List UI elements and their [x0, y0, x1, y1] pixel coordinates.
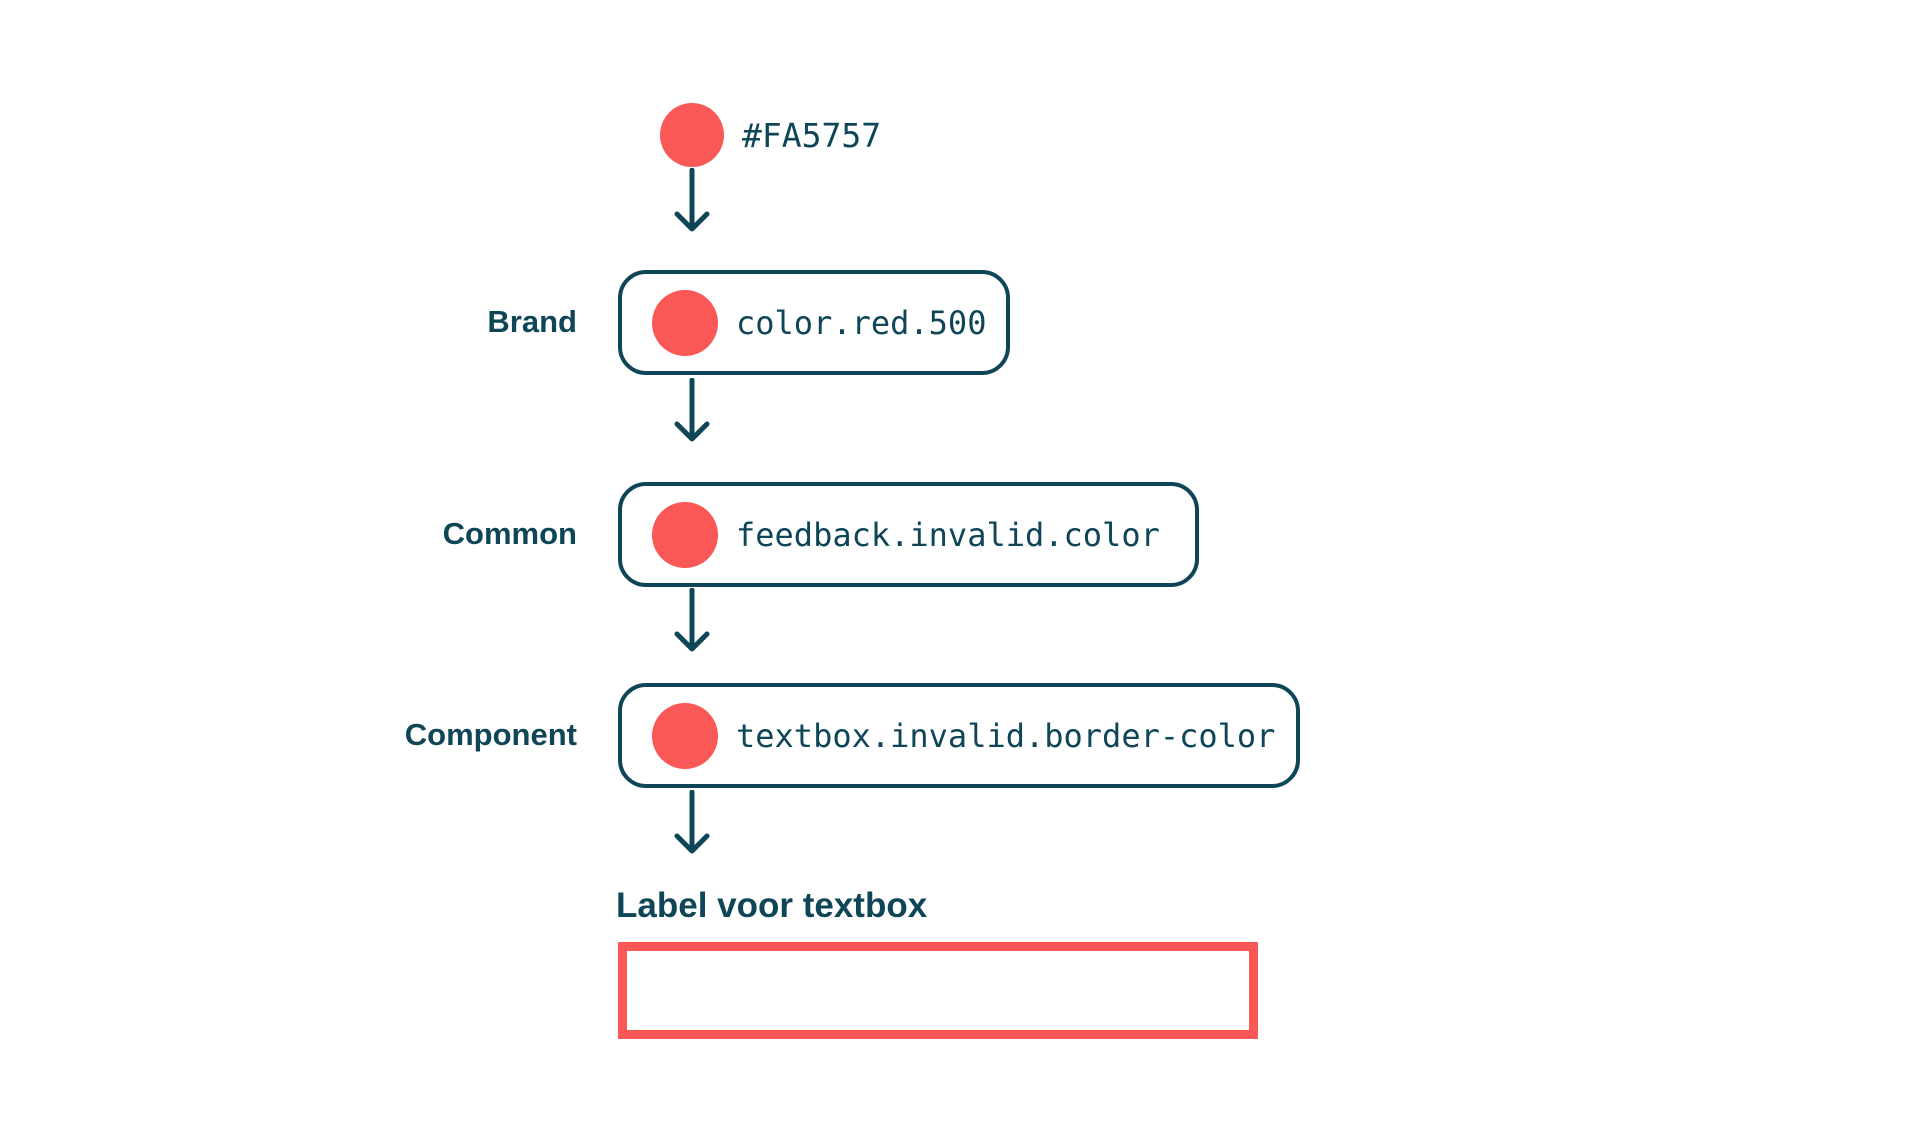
textbox-label: Label voor textbox: [616, 886, 928, 925]
hex-swatch-row: #FA5757: [660, 103, 881, 167]
layer-label-brand: Brand: [487, 304, 577, 339]
token-name-component: textbox.invalid.border-color: [736, 716, 1276, 755]
layer-label-component: Component: [404, 717, 577, 752]
token-name-common: feedback.invalid.color: [736, 515, 1160, 554]
token-box-common: feedback.invalid.color: [618, 482, 1199, 587]
arrow-down-icon: [670, 588, 714, 660]
token-color-dot-icon: [652, 702, 718, 769]
arrow-down-icon: [670, 378, 714, 450]
layer-label-common: Common: [442, 516, 577, 551]
arrow-down-icon: [670, 790, 714, 862]
token-color-dot-icon: [652, 289, 718, 356]
token-box-brand: color.red.500: [618, 270, 1010, 375]
hex-value-label: #FA5757: [742, 115, 882, 155]
invalid-textbox-input[interactable]: [618, 942, 1258, 1039]
token-box-component: textbox.invalid.border-color: [618, 683, 1300, 788]
arrow-down-icon: [670, 168, 714, 240]
token-color-dot-icon: [652, 501, 718, 568]
color-swatch-dot-icon: [660, 103, 724, 167]
token-name-brand: color.red.500: [736, 303, 987, 342]
